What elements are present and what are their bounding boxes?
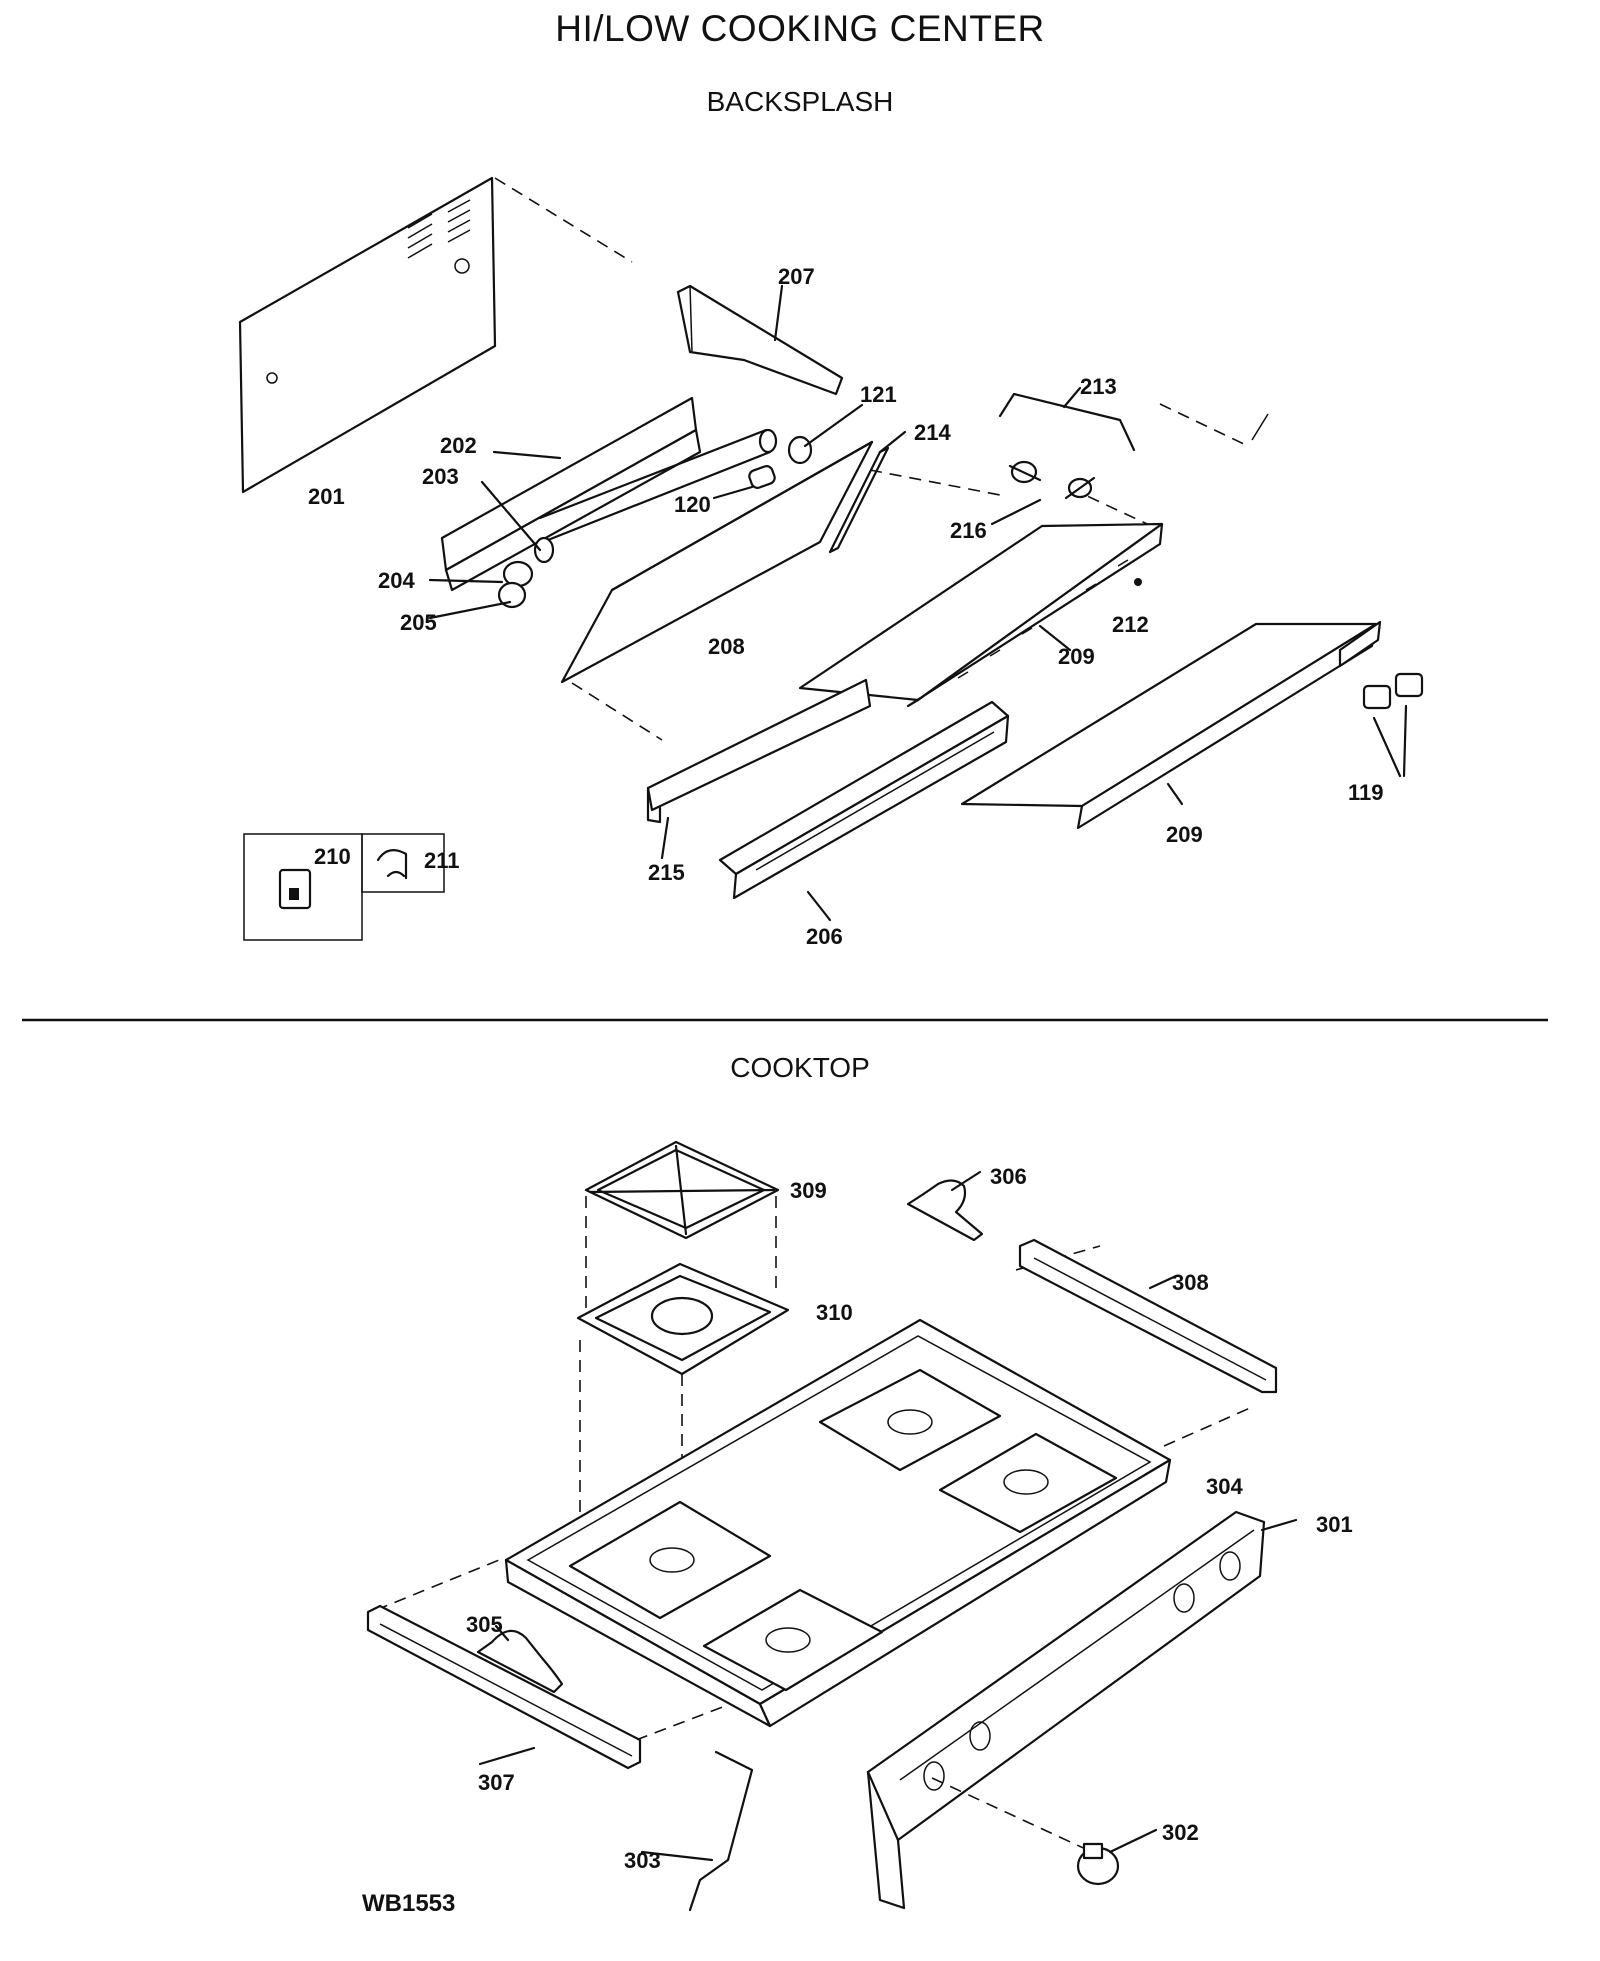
part-208-lens [560,440,874,684]
part-204-205-lampholders [428,560,534,620]
part-120-121-starter [712,403,864,500]
part-310-burner-pan [576,1262,790,1376]
part-label-204: 204 [378,568,415,593]
part-207-bracket [676,284,844,396]
part-label-203: 203 [422,464,459,489]
part-209-lower-trim [960,620,1382,830]
part-label-307: 307 [478,1770,515,1795]
part-305-clip [476,1624,564,1694]
part-label-119: 119 [1348,780,1384,805]
part-210-211-inset [243,833,445,941]
part-label-306: 306 [990,1164,1027,1189]
backsplash-section-title: BACKSPLASH [706,86,894,117]
part-307-front-trim [366,1604,642,1770]
part-214-strip [828,430,907,554]
guide-line [1069,487,1161,531]
part-label-207: 207 [778,264,815,289]
part-label-302: 302 [1162,1820,1199,1845]
part-label-212: 212 [1112,612,1149,637]
part-201-back-panel [238,176,633,494]
part-label-201: 201 [308,484,345,509]
part-label-209-upper: 209 [1058,644,1095,669]
part-label-216: 216 [950,518,987,543]
part-label-215: 215 [648,860,685,885]
part-304-cooktop [504,1318,1172,1728]
part-label-301: 301 [1316,1512,1353,1537]
part-206-louvered-trim [718,700,1010,922]
part-302-knob [931,1777,1158,1886]
guide-line [869,469,1001,496]
part-label-309: 309 [790,1178,827,1203]
part-label-205: 205 [400,610,437,635]
part-301-control-panel [866,1510,1298,1910]
part-215-rail [646,678,872,860]
part-306-clip [906,1170,984,1242]
part-213-switches [990,386,1142,586]
diagram-title: HI/LOW COOKING CENTER [555,8,1045,49]
part-label-210: 210 [314,844,351,869]
part-label-211: 211 [424,848,460,873]
part-label-214: 214 [914,420,951,445]
part-label-310: 310 [816,1300,853,1325]
part-label-305: 305 [466,1612,503,1637]
cooktop-section-title: COOKTOP [730,1052,870,1083]
part-label-120: 120 [674,492,711,517]
part-303-wire [640,1750,754,1912]
part-label-209-lower: 209 [1166,822,1203,847]
part-label-208: 208 [708,634,745,659]
guide-line [1251,413,1269,441]
part-label-206: 206 [806,924,843,949]
part-309-grate [584,1140,780,1240]
part-119-switches [1362,672,1424,778]
part-label-121: 121 [860,382,897,407]
part-label-308: 308 [1172,1270,1209,1295]
part-308-rear-trim [1018,1238,1278,1394]
guide-line [1159,403,1249,447]
part-label-303: 303 [624,1848,661,1873]
drawing-code: WB1553 [362,1890,456,1917]
part-209-upper-trim [798,522,1164,708]
part-label-213: 213 [1080,374,1117,399]
guide-line [571,682,663,741]
part-202-203-light-fixture [440,396,778,592]
part-label-202: 202 [440,433,477,458]
part-label-304: 304 [1206,1474,1243,1499]
